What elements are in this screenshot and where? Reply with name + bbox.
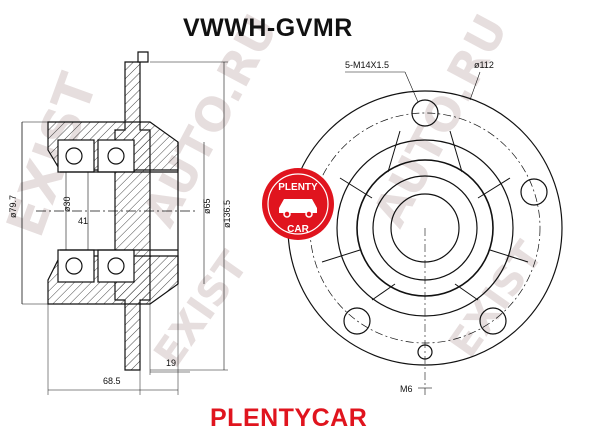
ball-lower-left [65, 257, 83, 275]
logo-text-top: PLENTY [278, 182, 318, 193]
bearing-row-lower-left [57, 249, 95, 283]
stud-hole-lower-right [479, 307, 507, 335]
stud-hole-lower-left [343, 307, 371, 335]
brand-caption: PLENTYCAR [210, 404, 368, 432]
dim-stud-spec: 5-M14X1.5 [345, 60, 389, 70]
dim-pilot-diameter: ø65 [202, 198, 212, 214]
part-number-title: VWWH-GVMR [183, 14, 353, 42]
flange-section [114, 61, 151, 371]
bearing-row-upper-left [57, 139, 95, 173]
car-icon [279, 199, 317, 218]
bearing-row-upper-right [97, 139, 135, 173]
watermark-text-lower-right: EXIST [441, 233, 553, 366]
logo-text-bottom: CAR [287, 224, 309, 235]
watermark-text-right: AUTO.RU [362, 6, 518, 236]
spoke-edges [321, 130, 529, 301]
section-dimension-labels: ø79.7 ø30 41 ø65 ø136.5 19 68.5 [8, 195, 232, 386]
dim-inner-diameter: ø30 [62, 196, 72, 212]
dim-overall-diameter: ø79.7 [8, 195, 18, 218]
ball-lower-right [107, 257, 125, 275]
section-view [21, 51, 228, 395]
wheel-stud [137, 51, 149, 63]
stud-hole-top [411, 99, 439, 127]
dim-flange-thickness: 19 [166, 358, 176, 368]
bearing-row-lower-right [97, 249, 135, 283]
stud-hole-right [520, 178, 548, 206]
dim-flange-diameter: ø136.5 [222, 200, 232, 228]
dim-hole-thread: M6 [400, 384, 413, 394]
plentycar-logo: PLENTY CAR [262, 168, 334, 240]
dim-pcd: ø112 [474, 60, 494, 70]
ball-upper-left [65, 147, 83, 165]
dim-overall-length: 68.5 [103, 376, 121, 386]
dim-bearing-width: 41 [78, 216, 88, 226]
ball-upper-right [107, 147, 125, 165]
front-dimension-labels: 5-M14X1.5 ø112 M6 [345, 60, 494, 394]
